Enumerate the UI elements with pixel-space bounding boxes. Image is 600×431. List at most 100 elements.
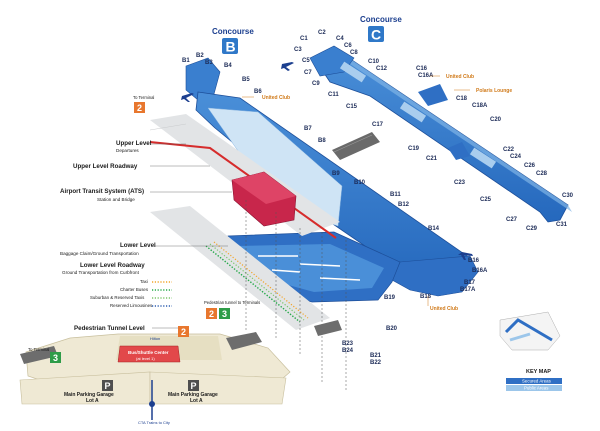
gate-b6: B6 xyxy=(254,89,262,95)
parking-left-title: Main Parking Garage xyxy=(64,392,114,398)
to-terminal-2-top[interactable]: To Terminal 2 xyxy=(133,95,154,113)
gate-c29: C29 xyxy=(526,226,538,232)
parking-right[interactable]: P Main Parking Garage Lot A xyxy=(168,380,218,404)
gate-b16a: B16A xyxy=(472,268,488,274)
gate-b12: B12 xyxy=(398,202,410,208)
key-map-secured: Secured Areas xyxy=(522,379,552,384)
bus-shuttle-sub: (at level 1) xyxy=(136,356,155,361)
tunnel-terminal-3: 3 xyxy=(222,309,227,319)
legend-limo-label: Reserved Limousines xyxy=(110,303,153,308)
gate-b18: B18 xyxy=(420,294,432,300)
gate-b20: B20 xyxy=(386,326,398,332)
tunnel-to-terminals[interactable]: Pedestrian tunnel to Terminals 2 3 xyxy=(204,300,260,319)
parking-right-title: Main Parking Garage xyxy=(168,392,218,398)
gate-b24: B24 xyxy=(342,348,354,354)
to-terminal-3-left[interactable]: To Terminal 3 xyxy=(28,347,61,363)
to-terminal-label: To Terminal xyxy=(133,95,154,100)
ats-station[interactable] xyxy=(231,171,297,227)
gate-c18: C18 xyxy=(456,96,468,102)
gate-c21: C21 xyxy=(426,156,438,162)
airplane-icon xyxy=(458,252,473,260)
lower-united-club-label: United Club xyxy=(430,306,458,312)
gate-c9: C9 xyxy=(312,81,320,87)
tunnel-right-2-number: 2 xyxy=(181,327,186,337)
parking-left-lot: Lot A xyxy=(86,398,99,404)
concourse-c[interactable] xyxy=(309,45,572,223)
gate-b11: B11 xyxy=(390,192,401,198)
gate-c31: C31 xyxy=(556,222,568,228)
polaris-lounge-label: Polaris Lounge xyxy=(476,88,512,94)
key-map-title: KEY MAP xyxy=(526,369,551,375)
ats-sub: Station and Bridge xyxy=(97,197,135,202)
gate-c20: C20 xyxy=(490,117,502,123)
gate-c11: C11 xyxy=(328,92,339,98)
gate-c26: C26 xyxy=(524,163,536,169)
gate-b14: B14 xyxy=(428,226,440,232)
parking-right-icon: P xyxy=(191,381,197,391)
gate-c16a: C16A xyxy=(418,73,434,79)
gate-b1: B1 xyxy=(182,58,190,64)
ats-title: Airport Transit System (ATS) xyxy=(60,188,144,195)
key-map: KEY MAP Secured Areas Public Areas xyxy=(499,311,562,391)
concourse-b-badge: Concourse B xyxy=(212,27,254,55)
upper-roadway-title: Upper Level Roadway xyxy=(73,163,138,170)
terminal-3-number: 3 xyxy=(53,353,58,363)
b-united-club-label: United Club xyxy=(262,95,290,101)
gate-b10: B10 xyxy=(354,180,366,186)
concourse-b-letter: B xyxy=(226,39,236,55)
gate-b8: B8 xyxy=(318,138,326,144)
terminal-2-number: 2 xyxy=(137,103,142,113)
lower-roadway-label: Lower Level Roadway Ground Transportatio… xyxy=(62,262,145,275)
gate-c23: C23 xyxy=(454,180,466,186)
gate-c16: C16 xyxy=(416,66,428,72)
ats-label: Airport Transit System (ATS) Station and… xyxy=(60,188,232,202)
gate-b17a: B17A xyxy=(460,287,476,293)
lower-roadway-title: Lower Level Roadway xyxy=(80,262,145,269)
transport-lanes xyxy=(205,241,309,323)
pedestrian-tunnel-title: Pedestrian Tunnel Level xyxy=(74,325,145,332)
concourse-b[interactable] xyxy=(185,57,479,297)
legend-suburban-label: Suburban & Reserved Taxis xyxy=(90,295,145,300)
tunnel-right-terminal-2[interactable]: 2 xyxy=(178,326,189,337)
parking-garages[interactable] xyxy=(19,371,287,420)
bus-shuttle-label: Bus/Shuttle Center xyxy=(128,350,169,355)
gate-b22: B22 xyxy=(370,360,382,366)
gate-c27: C27 xyxy=(506,217,518,223)
gate-c15: C15 xyxy=(346,104,358,110)
hilton-label: Hilton xyxy=(150,336,160,341)
gate-b16: B16 xyxy=(468,258,480,264)
gate-b23: B23 xyxy=(342,341,354,347)
gate-c4: C4 xyxy=(336,36,344,42)
gate-c10: C10 xyxy=(368,59,380,65)
gate-b3: B3 xyxy=(205,60,213,66)
transport-legend: Taxi Charter Buses Suburban & Reserved T… xyxy=(90,279,172,308)
gate-b21: B21 xyxy=(370,353,382,359)
tunnel-terminal-2: 2 xyxy=(209,309,214,319)
gate-c30: C30 xyxy=(562,193,574,199)
parking-left[interactable]: P Main Parking Garage Lot A xyxy=(64,380,114,404)
gate-c2: C2 xyxy=(318,30,326,36)
to-terminal-3-label: To Terminal xyxy=(28,347,49,352)
c-united-club-label: United Club xyxy=(446,74,474,80)
legend-charter-label: Charter Buses xyxy=(120,287,149,292)
tunnel-to-terminals-label: Pedestrian tunnel to Terminals xyxy=(204,300,260,305)
upper-level-sub: Departures xyxy=(116,148,139,153)
legend-taxi-label: Taxi xyxy=(140,279,148,284)
pedestrian-tunnel-level[interactable] xyxy=(20,320,342,387)
concourse-b-title: Concourse xyxy=(212,27,254,36)
gate-c5: C5 xyxy=(302,58,310,64)
concourse-c-letter: C xyxy=(371,27,381,43)
gate-b5: B5 xyxy=(242,77,250,83)
airplane-icon xyxy=(181,93,194,102)
gate-c17: C17 xyxy=(372,122,384,128)
pedestrian-tunnel-label: Pedestrian Tunnel Level xyxy=(74,325,178,332)
concourse-c-title: Concourse xyxy=(360,15,402,24)
parking-right-lot: Lot A xyxy=(190,398,203,404)
gate-c12: C12 xyxy=(376,66,388,72)
gate-c22: C22 xyxy=(503,147,515,153)
upper-level-title: Upper Level xyxy=(116,140,152,147)
key-map-public: Public Areas xyxy=(524,386,549,391)
gate-b7: B7 xyxy=(304,126,312,132)
gate-c3: C3 xyxy=(294,47,302,53)
